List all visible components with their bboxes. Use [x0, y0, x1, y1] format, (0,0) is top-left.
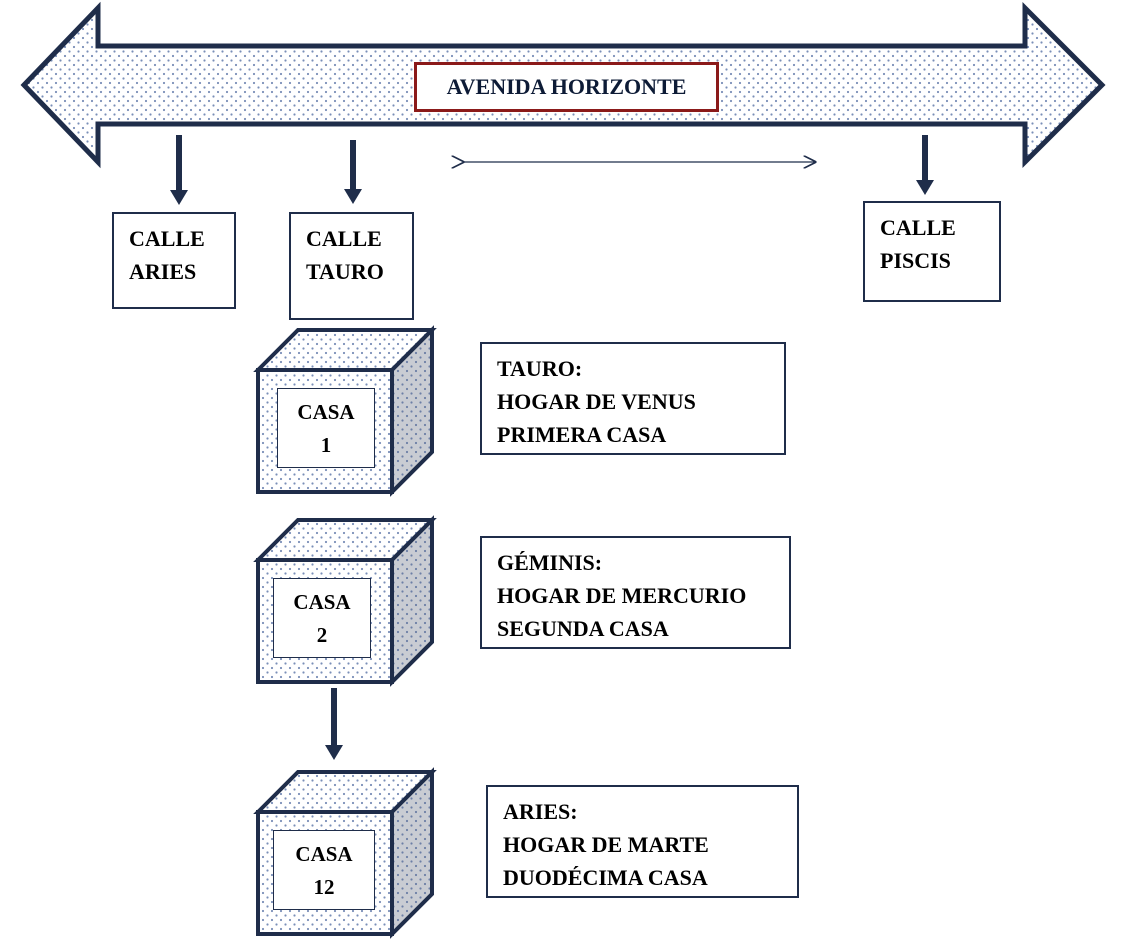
casa-1-number: 1	[320, 433, 332, 457]
arrow-to-piscis	[916, 135, 934, 195]
street-piscis-line1: CALLE	[880, 215, 956, 240]
info-casa-12-ruler: HOGAR DE MARTE	[503, 832, 709, 857]
arrow-to-aries	[170, 135, 188, 205]
casa-2-number: 2	[316, 623, 328, 647]
street-piscis-line2: PISCIS	[880, 248, 951, 273]
info-box-casa-2: GÉMINIS: HOGAR DE MERCURIO SEGUNDA CASA	[480, 536, 791, 649]
info-casa-2-order: SEGUNDA CASA	[497, 616, 669, 641]
street-aries-line1: CALLE	[129, 226, 205, 251]
info-casa-12-sign: ARIES:	[503, 799, 578, 824]
street-box-tauro: CALLE TAURO	[289, 212, 414, 320]
arrow-casa2-to-casa12	[325, 688, 343, 760]
street-tauro-line1: CALLE	[306, 226, 382, 251]
info-casa-1-ruler: HOGAR DE VENUS	[497, 389, 696, 414]
casa-12-number: 12	[313, 875, 335, 899]
casa-1-word: CASA	[297, 400, 355, 424]
street-box-piscis: CALLE PISCIS	[863, 201, 1001, 302]
info-casa-2-ruler: HOGAR DE MERCURIO	[497, 583, 747, 608]
casa-1-label: CASA 1	[277, 388, 375, 468]
info-box-casa-12: ARIES: HOGAR DE MARTE DUODÉCIMA CASA	[486, 785, 799, 898]
info-casa-2-sign: GÉMINIS:	[497, 550, 603, 575]
casa-2-word: CASA	[293, 590, 351, 614]
street-aries-line2: ARIES	[129, 259, 197, 284]
info-casa-1-order: PRIMERA CASA	[497, 422, 667, 447]
info-box-casa-1: TAURO: HOGAR DE VENUS PRIMERA CASA	[480, 342, 786, 455]
info-casa-1-sign: TAURO:	[497, 356, 583, 381]
avenue-title: AVENIDA HORIZONTE	[414, 62, 719, 112]
info-casa-12-order: DUODÉCIMA CASA	[503, 865, 708, 890]
casa-2-label: CASA 2	[273, 578, 371, 658]
casa-12-word: CASA	[295, 842, 353, 866]
street-box-aries: CALLE ARIES	[112, 212, 236, 309]
street-tauro-line2: TAURO	[306, 259, 384, 284]
arrow-to-tauro	[344, 140, 362, 204]
casa-12-label: CASA 12	[273, 830, 375, 910]
